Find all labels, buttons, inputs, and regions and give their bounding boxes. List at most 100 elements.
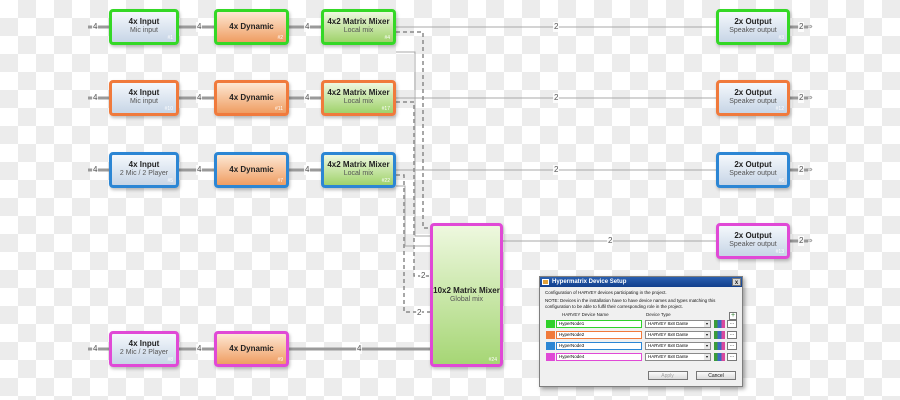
cancel-button[interactable]: Cancel bbox=[696, 371, 736, 380]
block-number: #6 bbox=[778, 178, 784, 184]
device-name-input[interactable]: HyperNode1 bbox=[556, 320, 642, 328]
block-number: #17 bbox=[381, 106, 390, 112]
column-headers: HARVEY Device Name Device Type + bbox=[540, 311, 742, 320]
column-header-name: HARVEY Device Name bbox=[562, 312, 609, 317]
channel-map-icon[interactable] bbox=[714, 353, 725, 361]
block-number: #5 bbox=[167, 178, 173, 184]
wire-label: 4 bbox=[196, 22, 203, 32]
add-device-button[interactable]: + bbox=[729, 312, 737, 320]
block-number: #24 bbox=[488, 357, 497, 363]
more-options-button[interactable]: ... bbox=[727, 342, 737, 350]
block-number: #13 bbox=[775, 249, 784, 255]
more-options-button[interactable]: ... bbox=[727, 320, 737, 328]
block-title: 4x Dynamic bbox=[229, 344, 274, 353]
device-row: HyperNode4 HARVEY 8x8 Dante ▾ ... bbox=[545, 352, 737, 363]
output-arrow-icon: ⇒ bbox=[806, 165, 813, 174]
dialog-buttons: Apply Cancel bbox=[644, 364, 736, 382]
device-type-select[interactable]: HARVEY 8x8 Dante ▾ bbox=[645, 331, 711, 339]
block-title: 4x Input bbox=[128, 17, 160, 26]
dialog-description: Configuration of HARVEY devices particip… bbox=[545, 290, 667, 295]
device-name-input[interactable]: HyperNode3 bbox=[556, 342, 642, 350]
block-number: #1 bbox=[167, 35, 173, 41]
block-title: 4x Input bbox=[128, 339, 160, 348]
global-matrix-mixer-block[interactable]: 10x2 Matrix Mixer Global mix #24 bbox=[430, 223, 503, 367]
device-color-swatch[interactable] bbox=[546, 353, 555, 361]
device-color-swatch[interactable] bbox=[546, 320, 555, 328]
chevron-down-icon[interactable]: ▾ bbox=[704, 343, 710, 349]
block-title: 4x2 Matrix Mixer bbox=[327, 88, 390, 97]
block-number: #22 bbox=[381, 178, 390, 184]
block-title: 2x Output bbox=[734, 88, 772, 97]
device-name-input[interactable]: HyperNode2 bbox=[556, 331, 642, 339]
wire-label: 2 bbox=[798, 93, 805, 103]
more-options-button[interactable]: ... bbox=[727, 331, 737, 339]
block-subtitle: 2 Mic / 2 Player bbox=[119, 170, 169, 177]
dialog-title: Hypermatrix Device Setup bbox=[552, 279, 627, 285]
chevron-down-icon[interactable]: ▾ bbox=[704, 321, 710, 327]
block-title: 4x Dynamic bbox=[229, 22, 274, 31]
device-type-select[interactable]: HARVEY 8x8 Dante▾ bbox=[645, 320, 711, 328]
block-subtitle: Speaker output bbox=[729, 98, 777, 105]
dynamic-block[interactable]: 4x Dynamic #7 bbox=[214, 152, 289, 188]
wire-label: 4 bbox=[304, 165, 311, 175]
dynamic-block[interactable]: 4x Dynamic #2 bbox=[214, 9, 289, 45]
wire-label: 4 bbox=[196, 93, 203, 103]
device-color-swatch[interactable] bbox=[546, 331, 555, 339]
device-type-select[interactable]: HARVEY 8x8 Dante▾ bbox=[645, 342, 711, 350]
block-subtitle: Local mix bbox=[343, 170, 374, 177]
device-name-input[interactable]: HyperNode4 bbox=[556, 353, 642, 361]
block-subtitle: Local mix bbox=[343, 98, 374, 105]
matrix-mixer-block[interactable]: 4x2 Matrix Mixer Local mix #22 bbox=[321, 152, 396, 188]
wire-label: 4 bbox=[92, 22, 99, 32]
input-block[interactable]: 4x Input 2 Mic / 2 Player #5 bbox=[109, 152, 179, 188]
block-title: 4x2 Matrix Mixer bbox=[327, 17, 390, 26]
input-block[interactable]: 4x Input 2 Mic / 2 Player #8 bbox=[109, 331, 179, 367]
device-row: HyperNode3 HARVEY 8x8 Dante▾ ... bbox=[545, 341, 737, 352]
wire-label: 2 bbox=[553, 22, 560, 32]
dialog-titlebar[interactable]: Hypermatrix Device Setup x bbox=[540, 277, 742, 287]
block-number: #4 bbox=[384, 35, 390, 41]
wire-label: 4 bbox=[304, 93, 311, 103]
device-type-value: HARVEY 8x8 Dante bbox=[648, 354, 689, 359]
output-arrow-icon: ⇒ bbox=[806, 236, 813, 245]
block-title: 4x2 Matrix Mixer bbox=[327, 160, 390, 169]
output-block[interactable]: 2x Output Speaker output #13 bbox=[716, 223, 790, 259]
output-block[interactable]: 2x Output Speaker output #6 bbox=[716, 152, 790, 188]
block-number: #3 bbox=[778, 35, 784, 41]
device-color-swatch[interactable] bbox=[546, 342, 555, 350]
wire-label: 2 bbox=[798, 165, 805, 175]
output-block[interactable]: 2x Output Speaker output #12 bbox=[716, 80, 790, 116]
channel-map-icon[interactable] bbox=[714, 342, 725, 350]
block-title: 2x Output bbox=[734, 160, 772, 169]
matrix-mixer-block[interactable]: 4x2 Matrix Mixer Local mix #4 bbox=[321, 9, 396, 45]
channel-map-icon[interactable] bbox=[714, 320, 725, 328]
block-title: 2x Output bbox=[734, 17, 772, 26]
dialog-note: NOTE: Devices in the installation have t… bbox=[545, 298, 716, 309]
matrix-mixer-block[interactable]: 4x2 Matrix Mixer Local mix #17 bbox=[321, 80, 396, 116]
wire-label: 4 bbox=[92, 165, 99, 175]
dynamic-block[interactable]: 4x Dynamic #9 bbox=[214, 331, 289, 367]
block-number: #12 bbox=[775, 106, 784, 112]
wire-label: 2 bbox=[607, 236, 614, 246]
input-block[interactable]: 4x Input Mic input #1 bbox=[109, 9, 179, 45]
chevron-down-icon[interactable]: ▾ bbox=[704, 332, 710, 338]
channel-map-icon[interactable] bbox=[714, 331, 725, 339]
block-title: 4x Input bbox=[128, 88, 160, 97]
apply-button[interactable]: Apply bbox=[647, 371, 688, 380]
wire-label: 4 bbox=[92, 344, 99, 354]
block-title: 10x2 Matrix Mixer bbox=[433, 286, 500, 295]
wire-label: 2 bbox=[798, 236, 805, 246]
wire-label: 2 bbox=[798, 22, 805, 32]
chevron-down-icon[interactable]: ▾ bbox=[704, 354, 710, 360]
device-type-select[interactable]: HARVEY 8x8 Dante ▾ bbox=[645, 353, 711, 361]
device-row: HyperNode2 HARVEY 8x8 Dante ▾ ... bbox=[545, 330, 737, 341]
input-block[interactable]: 4x Input Mic input #10 bbox=[109, 80, 179, 116]
more-options-button[interactable]: ... bbox=[727, 353, 737, 361]
dynamic-block[interactable]: 4x Dynamic #11 bbox=[214, 80, 289, 116]
device-row: HyperNode1 HARVEY 8x8 Dante▾ ... bbox=[545, 319, 737, 330]
output-arrow-icon: ⇒ bbox=[806, 93, 813, 102]
output-block[interactable]: 2x Output Speaker output #3 bbox=[716, 9, 790, 45]
close-icon[interactable]: x bbox=[732, 278, 741, 286]
device-type-value: HARVEY 8x8 Dante bbox=[648, 332, 689, 337]
block-title: 4x Dynamic bbox=[229, 93, 274, 102]
